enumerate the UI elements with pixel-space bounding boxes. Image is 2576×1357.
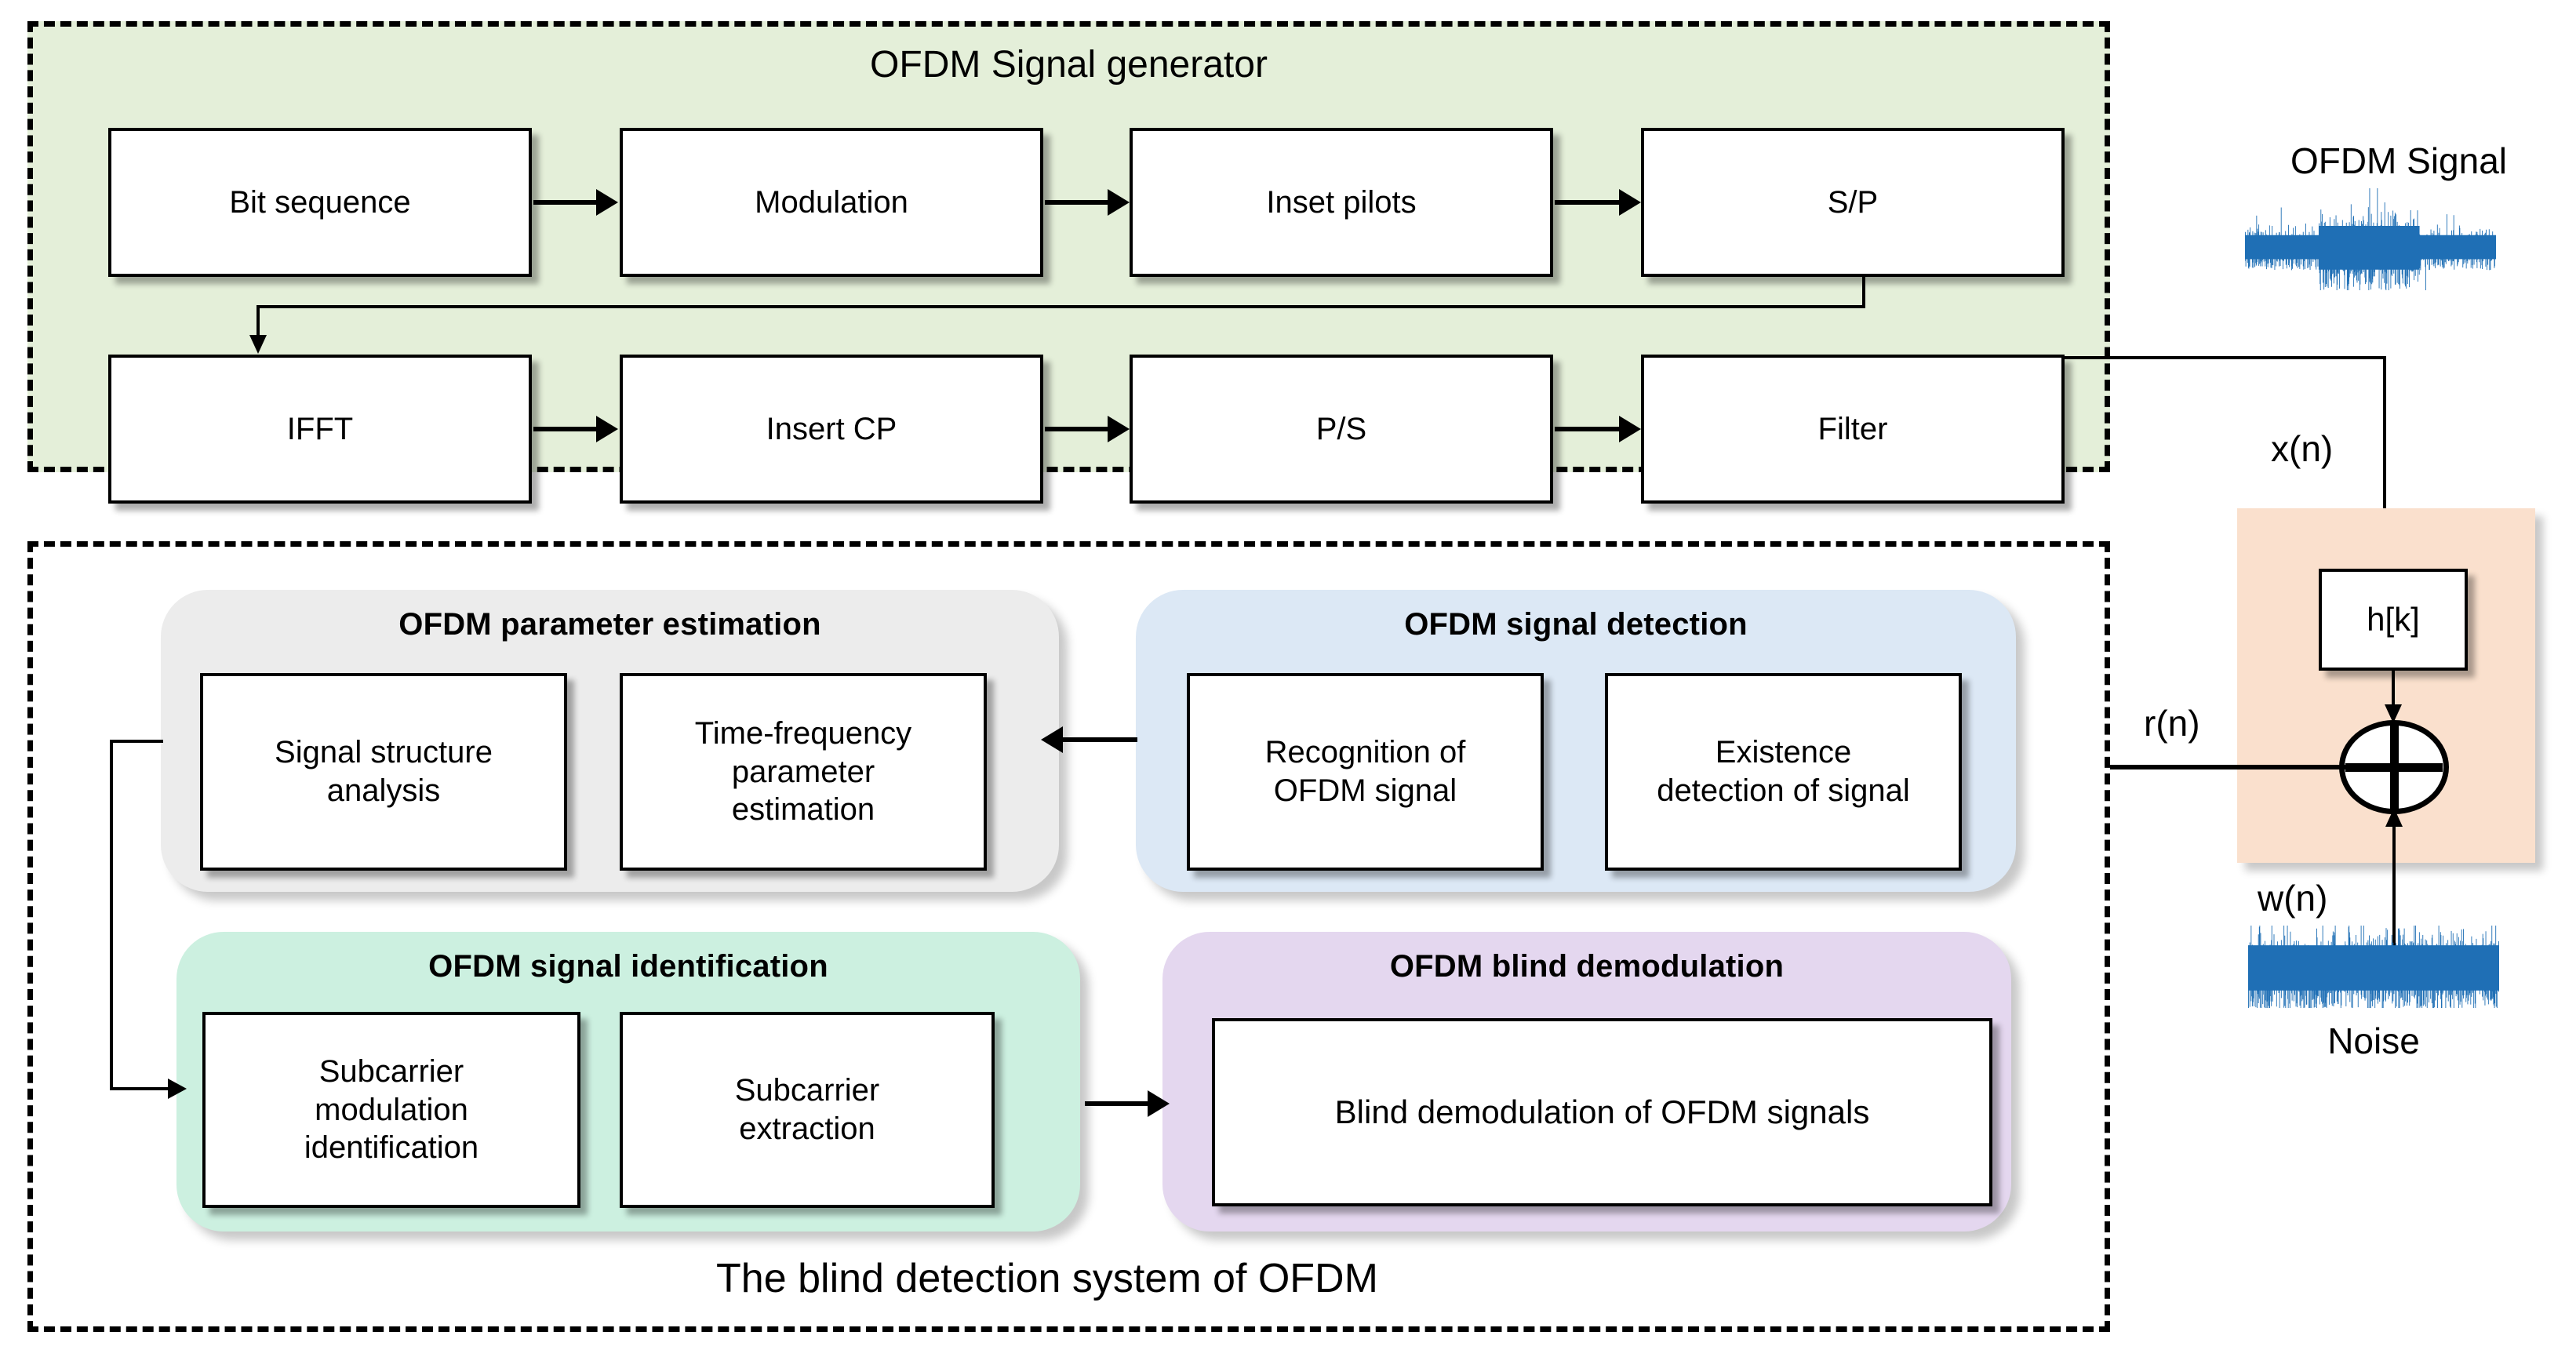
arrow-ps-to-filter-head	[1619, 416, 1641, 442]
connector-hk-to-sum	[2392, 671, 2395, 710]
arrow-pilots-to-sp-line	[1555, 200, 1621, 205]
connector-noise-to-sum	[2392, 814, 2396, 955]
arrow-identification-to-demodulation-line	[1085, 1101, 1149, 1106]
block-bit-sequence[interactable]: Bit sequence	[108, 128, 532, 277]
connector-noise-to-sum-arrowhead	[2385, 808, 2403, 827]
block-label: Blind demodulation of OFDM signals	[1334, 1093, 1870, 1131]
system-caption: The blind detection system of OFDM	[716, 1256, 1378, 1301]
arrow-modulation-to-pilots-line	[1045, 200, 1109, 205]
arrow-bit-to-modulation-head	[596, 189, 618, 216]
group-title-parameter-estimation: OFDM parameter estimation	[398, 607, 821, 642]
block-inset-pilots[interactable]: Inset pilots	[1130, 128, 1553, 277]
block-label: Modulation	[755, 184, 908, 220]
summing-junction-cross-vertical	[2390, 723, 2399, 811]
arrow-cp-to-ps-line	[1045, 427, 1109, 431]
arrow-detection-to-estimation-line	[1063, 737, 1137, 742]
block-label: IFFT	[286, 411, 354, 446]
summing-junction	[2339, 720, 2449, 814]
arrow-identification-to-demodulation-head	[1148, 1090, 1170, 1117]
arrow-ifft-to-cp-line	[533, 427, 598, 431]
feedback-bottom-segment	[110, 1087, 171, 1090]
connector-ifft-arrowhead	[249, 335, 267, 354]
xn-path-vertical	[2383, 356, 2386, 563]
plot-title-noise: Noise	[2327, 1020, 2420, 1061]
noise-svg	[2248, 926, 2499, 1008]
block-channel-impulse-response[interactable]: h[k]	[2319, 569, 2468, 671]
block-filter[interactable]: Filter	[1641, 355, 2065, 504]
connector-hk-to-sum-arrowhead	[2385, 704, 2402, 723]
waveform-noise	[2248, 926, 2499, 1008]
connector-ifft-down	[257, 305, 260, 340]
rn-path-line	[2047, 765, 2345, 769]
block-insert-cp[interactable]: Insert CP	[620, 355, 1043, 504]
block-sp[interactable]: S/P	[1641, 128, 2065, 277]
arrow-cp-to-ps-head	[1108, 416, 1130, 442]
arrow-ifft-to-cp-head	[596, 416, 618, 442]
block-label: S/P	[1827, 184, 1879, 220]
arrow-bit-to-modulation-line	[533, 200, 598, 205]
block-label: h[k]	[2367, 601, 2420, 638]
label-xn: x(n)	[2271, 428, 2334, 469]
label-wn: w(n)	[2258, 878, 2328, 919]
connector-sp-down	[1862, 277, 1865, 308]
arrow-ps-to-filter-line	[1555, 427, 1621, 431]
feedback-arrowhead	[168, 1079, 187, 1099]
block-blind-demodulation-of-ofdm-signals[interactable]: Blind demodulation of OFDM signals	[1212, 1018, 1992, 1206]
block-label: Filter	[1817, 411, 1888, 446]
waveform-ofdm-signal	[2245, 188, 2496, 290]
block-label: Inset pilots	[1266, 184, 1417, 220]
ofdm-signal-svg	[2245, 188, 2496, 290]
block-ifft[interactable]: IFFT	[108, 355, 532, 504]
block-modulation[interactable]: Modulation	[620, 128, 1043, 277]
block-label: Insert CP	[766, 411, 897, 446]
connector-sp-to-ifft	[257, 305, 1865, 308]
plot-title-ofdm-signal: OFDM Signal	[2290, 140, 2508, 181]
group-title-signal-detection: OFDM signal detection	[1404, 607, 1748, 642]
generator-title: OFDM Signal generator	[870, 44, 1268, 85]
arrow-detection-to-estimation-head	[1041, 726, 1063, 753]
arrow-pilots-to-sp-head	[1619, 189, 1641, 216]
feedback-vertical-segment	[110, 740, 113, 1090]
arrow-modulation-to-pilots-head	[1108, 189, 1130, 216]
xn-path-horizontal	[2063, 356, 2386, 359]
feedback-top-segment	[110, 740, 163, 743]
block-label: Bit sequence	[229, 184, 411, 220]
group-title-blind-demodulation: OFDM blind demodulation	[1389, 949, 1785, 984]
block-label: P/S	[1315, 411, 1367, 446]
label-rn: r(n)	[2144, 703, 2200, 744]
block-ps[interactable]: P/S	[1130, 355, 1553, 504]
group-title-signal-identification: OFDM signal identification	[428, 949, 828, 984]
